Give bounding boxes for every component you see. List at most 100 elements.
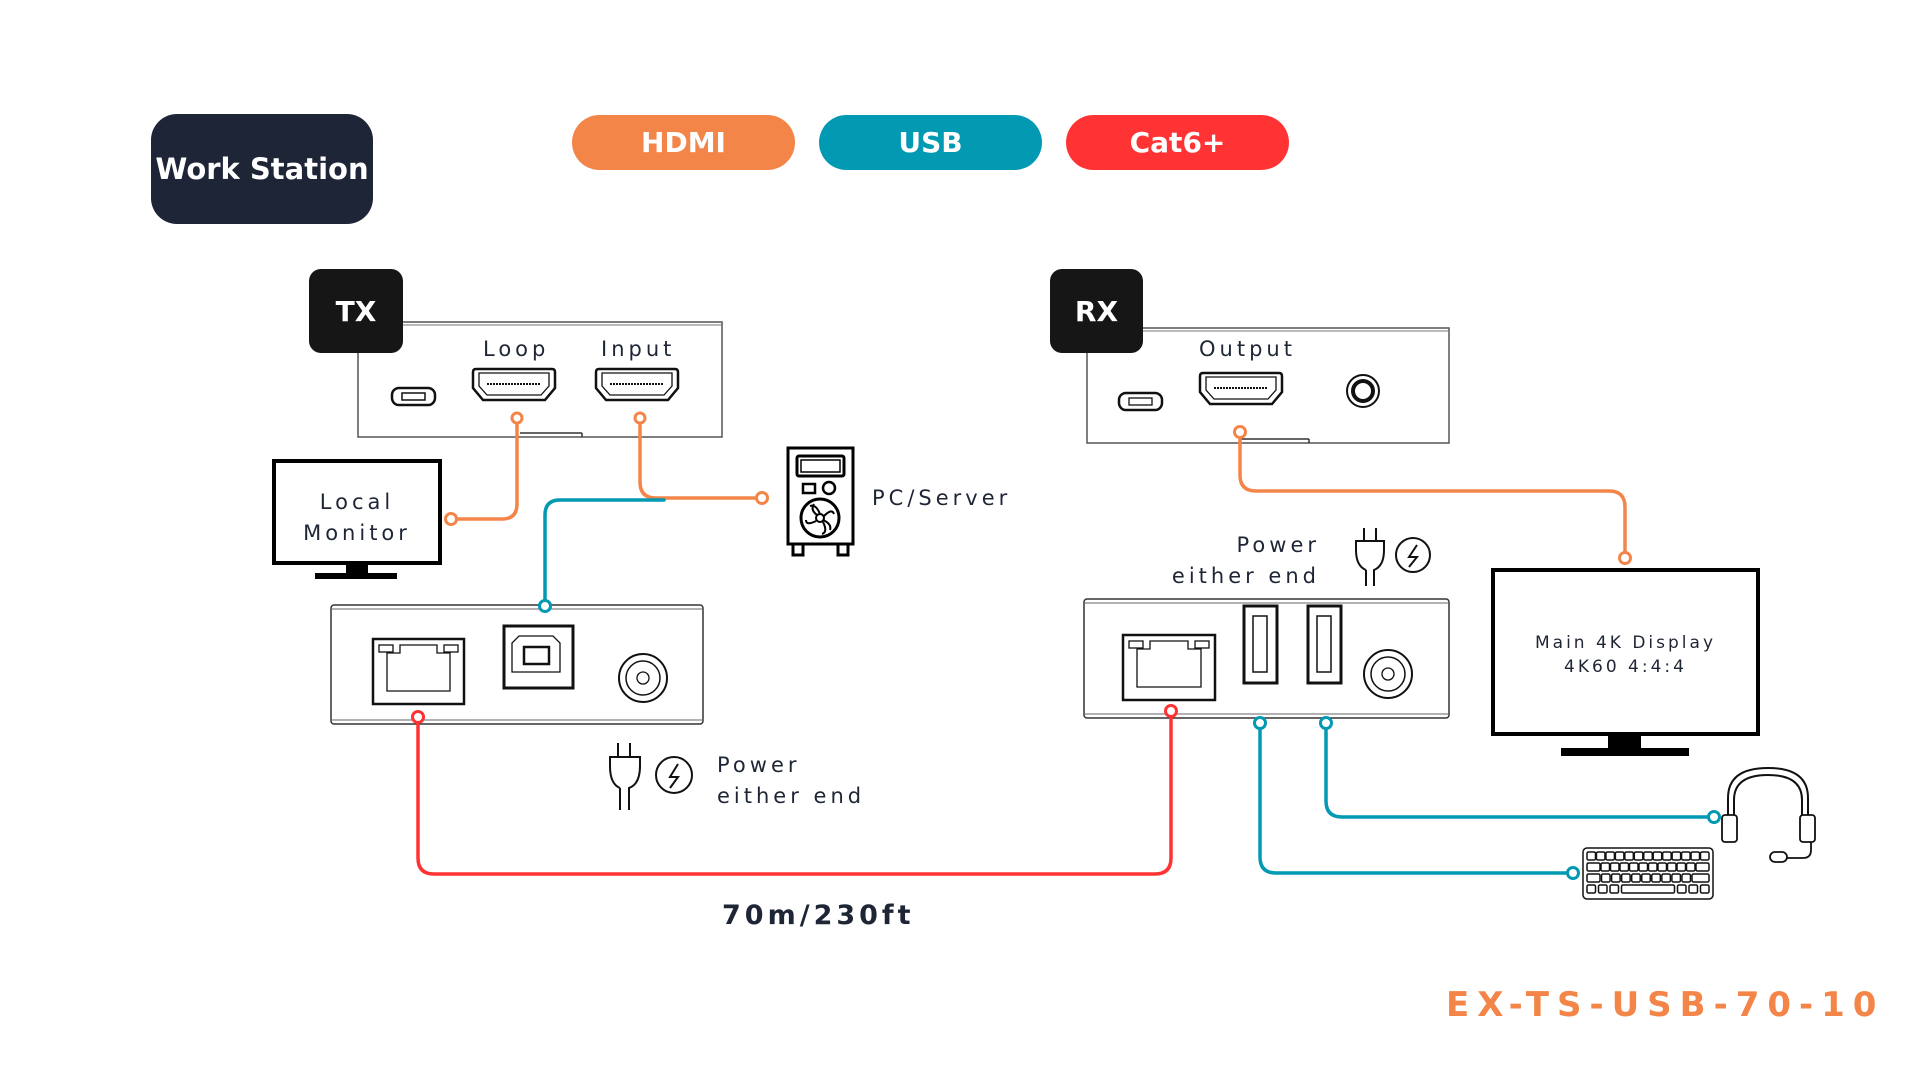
rx-rj45-port <box>1121 633 1217 702</box>
workstation-label: Work Station <box>155 152 369 186</box>
keyboard-key <box>1586 862 1601 872</box>
keyboard-key <box>1619 862 1630 872</box>
keyboard-key <box>1600 873 1611 883</box>
rx-plug-icon <box>1355 528 1385 586</box>
tx-power-line2: either end <box>717 784 866 808</box>
tx-dc-power-jack <box>618 653 668 703</box>
dot-headset <box>1707 810 1721 824</box>
main-display-line1: Main 4K Display <box>1534 633 1717 653</box>
tx-power-line1: Power <box>717 753 801 777</box>
dot-main-display <box>1618 551 1632 565</box>
keyboard-key <box>1676 884 1687 894</box>
main-display-line2: 4K60 4:4:4 <box>1564 657 1687 677</box>
keyboard-key <box>1628 862 1639 872</box>
keyboard-key <box>1671 851 1682 861</box>
rx-dc-power-jack <box>1363 649 1413 699</box>
keyboard-key <box>1643 851 1653 861</box>
tx-usb-b-port <box>502 624 575 690</box>
keyboard-key <box>1586 884 1597 894</box>
keyboard-key <box>1651 873 1662 883</box>
rx-power-note: Power either end <box>1130 530 1320 592</box>
local-monitor-icon <box>272 459 442 579</box>
tx-power-bolt-icon <box>655 756 693 794</box>
tx-power-note: Power either end <box>717 750 865 812</box>
keyboard-key <box>1657 862 1668 872</box>
local-monitor-line1: Local <box>319 490 395 514</box>
pc-server-icon <box>786 446 855 557</box>
keyboard-key <box>1609 862 1620 872</box>
model-number: EX-TS-USB-70-10 <box>1446 985 1885 1025</box>
dot-local-monitor <box>444 512 458 526</box>
rx-micro-usb-port <box>1117 391 1164 412</box>
cable-usb-to-keyboard <box>1258 727 1569 875</box>
rx-usb-a-port-1 <box>1242 604 1279 685</box>
keyboard-key <box>1633 851 1644 861</box>
cable-hdmi-input-to-pc <box>638 416 758 500</box>
workstation-badge: Work Station <box>151 114 373 224</box>
tx-hdmi-input-port <box>594 367 680 402</box>
dot-rx-hdmi <box>1233 425 1247 439</box>
rx-tag-label: RX <box>1074 294 1119 328</box>
keyboard-key <box>1691 873 1710 883</box>
tx-input-label: Input <box>601 337 676 361</box>
keyboard-key <box>1685 862 1696 872</box>
keyboard-key <box>1605 851 1616 861</box>
local-monitor-label: Local Monitor <box>274 487 440 549</box>
cable-hdmi-loop-to-monitor <box>454 416 519 521</box>
keyboard-key <box>1699 884 1710 894</box>
keyboard-key <box>1586 851 1597 861</box>
keyboard-key <box>1600 862 1611 872</box>
keyboard-key <box>1680 851 1691 861</box>
keyboard-key <box>1652 851 1663 861</box>
dot-rx-rj45 <box>1164 704 1178 718</box>
legend-usb: USB <box>819 115 1042 170</box>
keyboard-key <box>1597 884 1608 894</box>
tx-micro-usb-port <box>390 386 437 407</box>
keyboard-key <box>1699 851 1710 861</box>
rx-usb-a-port-2 <box>1306 604 1343 685</box>
rx-audio-jack <box>1346 374 1380 408</box>
tx-tag-label: TX <box>335 294 377 328</box>
cable-distance-label: 70m/230ft <box>722 900 915 931</box>
keyboard-key <box>1676 862 1687 872</box>
legend-cat6-label: Cat6+ <box>1129 126 1226 159</box>
dot-tx-rj45 <box>411 710 425 724</box>
keyboard-key <box>1586 873 1601 883</box>
keyboard-key <box>1595 851 1606 861</box>
tx-hdmi-loop-port <box>471 367 557 402</box>
dot-rx-usb-1 <box>1253 716 1267 730</box>
cable-usb-tx-to-pc <box>543 498 666 610</box>
legend-cat6: Cat6+ <box>1066 115 1289 170</box>
keyboard-key <box>1620 884 1676 894</box>
keyboard-key <box>1610 873 1621 883</box>
keyboard-key <box>1641 873 1651 883</box>
main-display-label: Main 4K Display 4K60 4:4:4 <box>1493 631 1758 679</box>
tx-loop-label: Loop <box>483 337 550 361</box>
keyboard-key <box>1630 873 1641 883</box>
keyboard-key <box>1661 851 1672 861</box>
rx-power-line2: either end <box>1171 564 1320 588</box>
dot-keyboard <box>1566 866 1580 880</box>
keyboard-icon <box>1582 847 1714 900</box>
dot-pc-server <box>755 491 769 505</box>
tx-tag: TX <box>309 269 403 353</box>
local-monitor-line2: Monitor <box>303 521 411 545</box>
cable-cat6-tx-to-rx <box>416 716 1173 876</box>
keyboard-key <box>1661 873 1672 883</box>
keyboard-key <box>1609 884 1620 894</box>
keyboard-key <box>1690 851 1701 861</box>
headset-icon <box>1721 766 1816 863</box>
pc-server-label: PC/Server <box>872 486 1012 510</box>
keyboard-key <box>1688 884 1699 894</box>
main-display-icon <box>1491 568 1760 756</box>
rx-tag: RX <box>1050 269 1143 353</box>
legend-hdmi-label: HDMI <box>641 126 726 159</box>
tx-rj45-port <box>371 637 466 706</box>
keyboard-key <box>1624 851 1635 861</box>
keyboard-key <box>1666 862 1677 872</box>
dot-tx-usb <box>538 599 552 613</box>
tx-plug-icon <box>609 743 641 810</box>
keyboard-key <box>1647 862 1658 872</box>
cable-hdmi-output-to-display <box>1238 436 1627 554</box>
